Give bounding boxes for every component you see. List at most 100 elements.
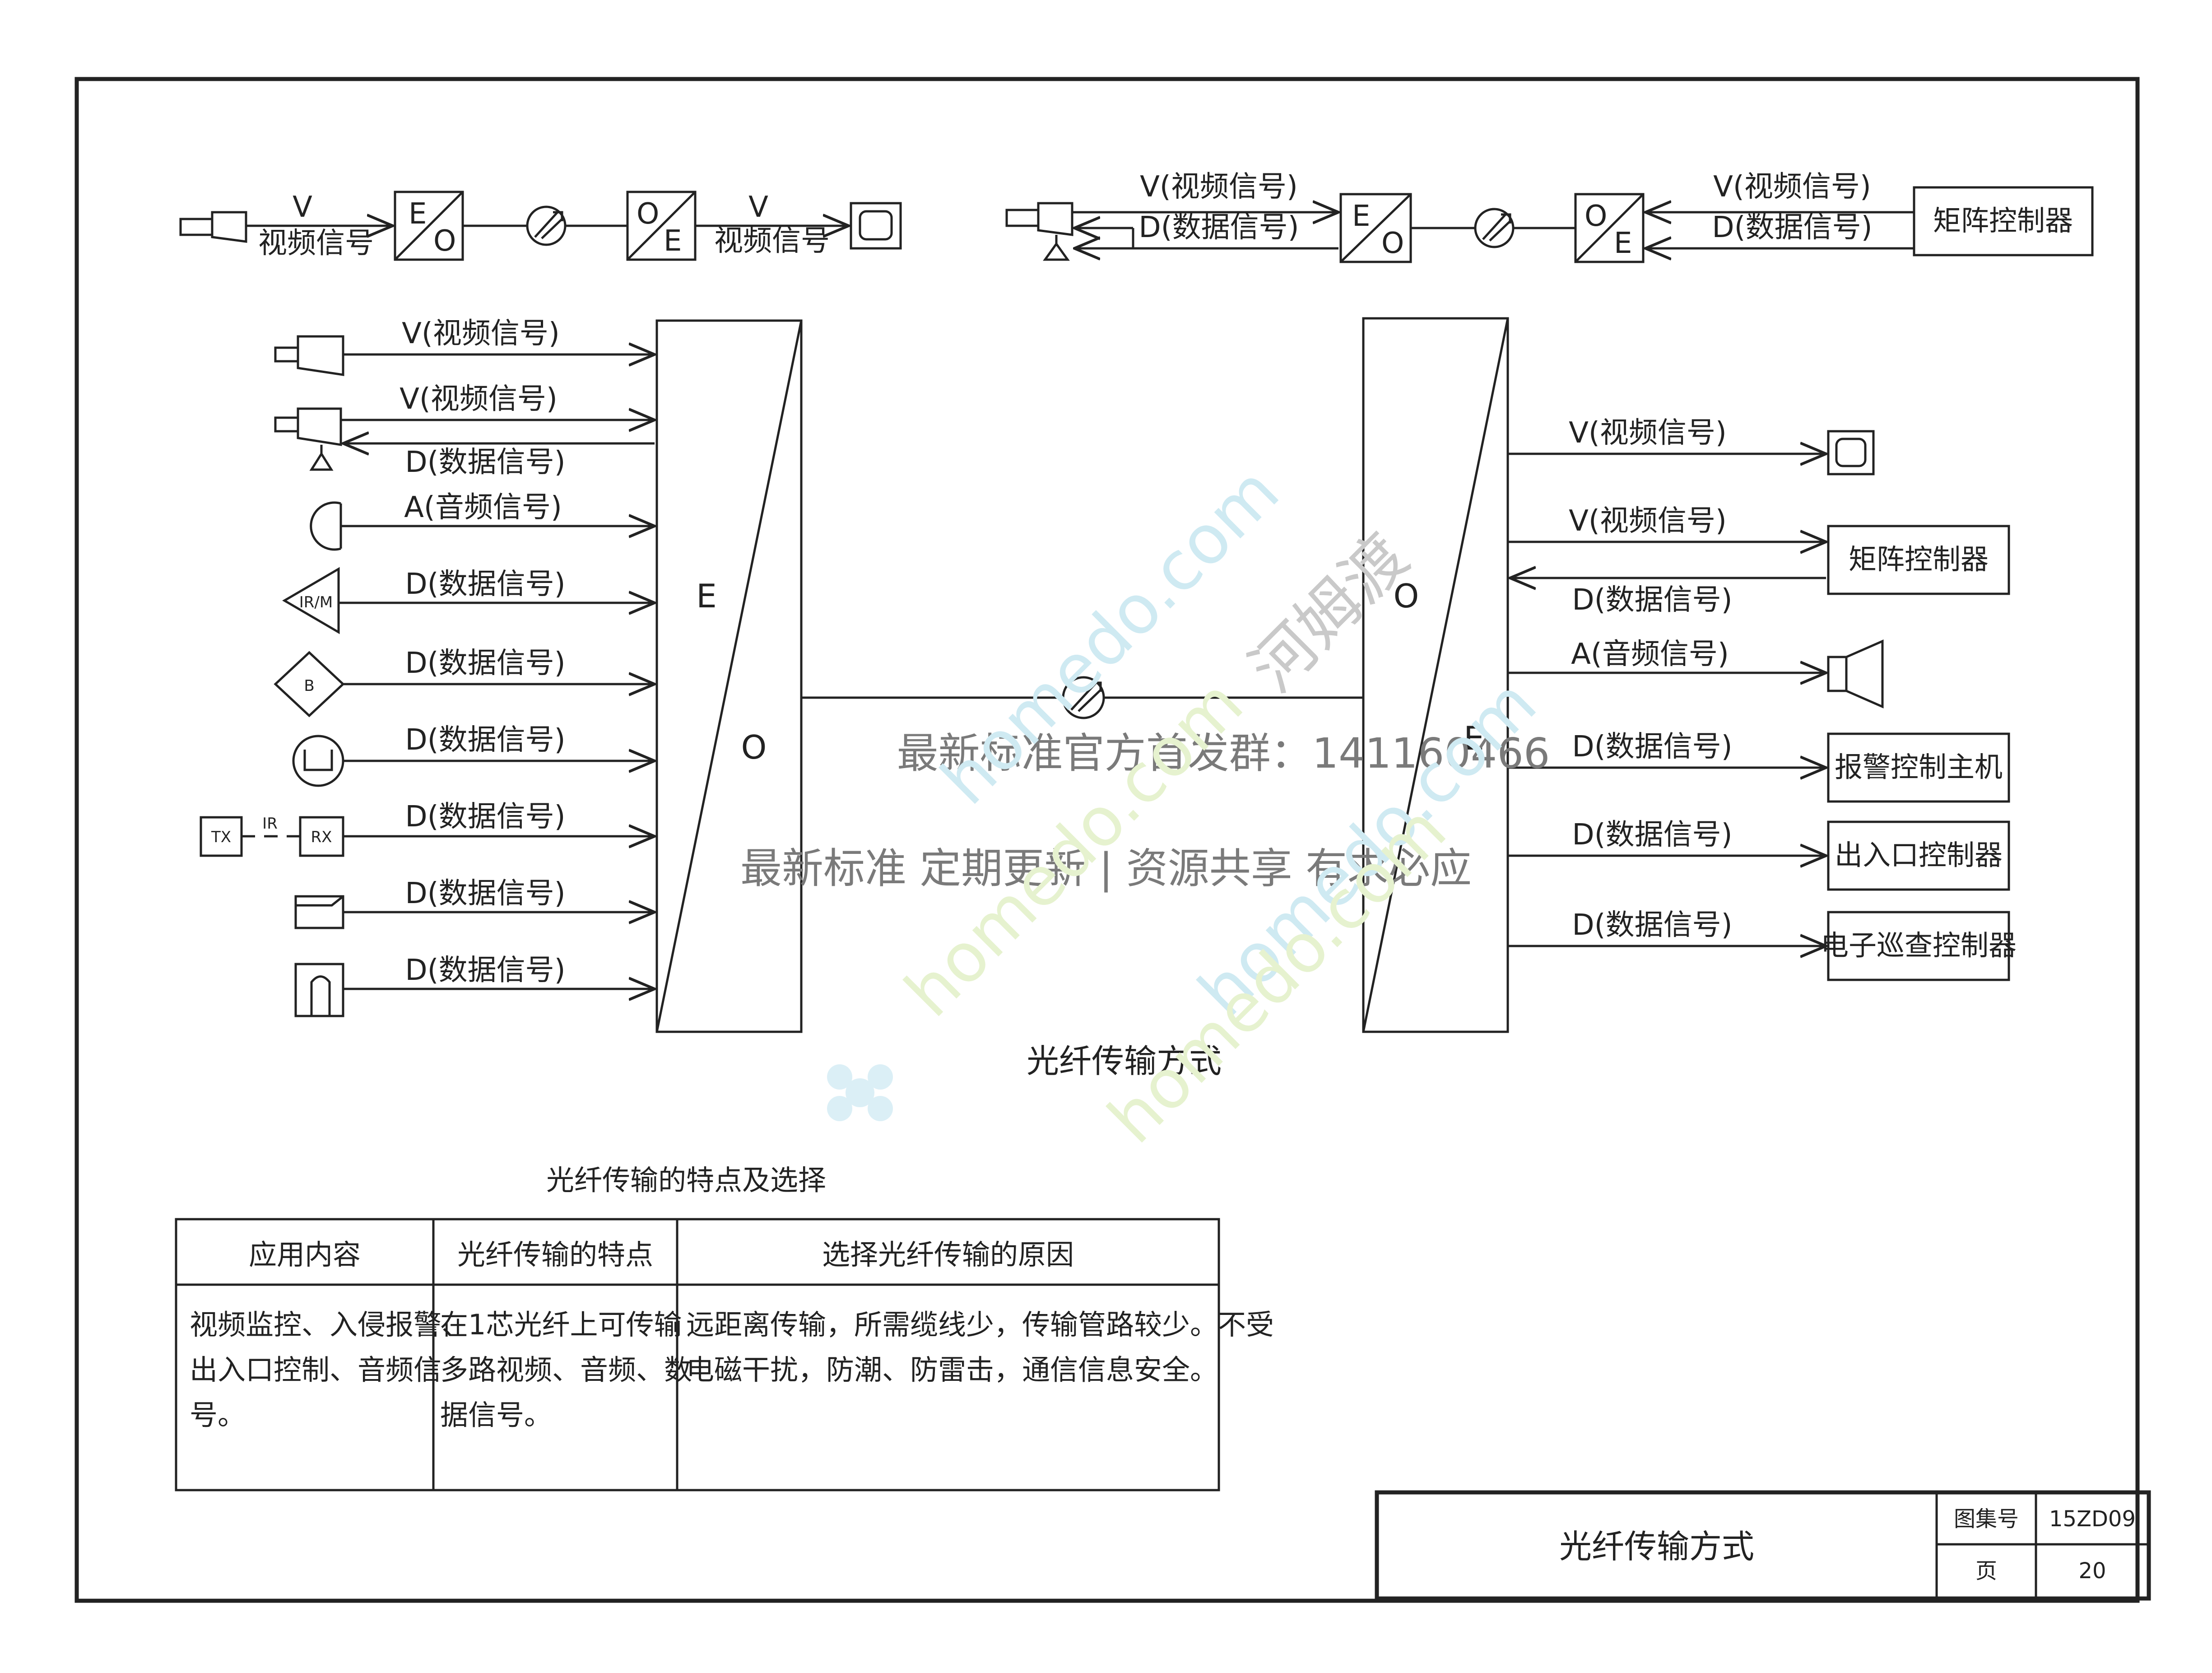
top-right-d-label-r: D(数据信号) [1712, 211, 1872, 244]
svg-text:E: E [1352, 200, 1370, 233]
svg-text:O: O [1381, 227, 1404, 260]
svg-text:矩阵控制器: 矩阵控制器 [1849, 543, 1989, 576]
table-title: 光纤传输的特点及选择 [546, 1164, 826, 1197]
top-right-v-label: V(视频信号) [1140, 170, 1298, 204]
watermark-line-2: 最新标准 定期更新 | 资源共享 有求必应 [740, 844, 1472, 893]
watermark-line-1: 最新标准官方首发群：141160466 [897, 729, 1550, 778]
left-eo-multiplexer: E O [655, 319, 803, 1033]
svg-text:RX: RX [311, 828, 332, 846]
right-label-4: A(音频信号) [1571, 638, 1729, 671]
right-label-7: D(数据信号) [1572, 909, 1732, 942]
svg-text:TX: TX [211, 828, 231, 846]
table-cell-2-line-1: 在1芯光纤上可传输 [440, 1308, 682, 1341]
svg-text:E: E [664, 224, 682, 258]
ptz-camera-icon [1005, 202, 1073, 261]
flower-logo-icon [827, 1064, 893, 1121]
camera-icon [179, 211, 247, 243]
atlas-number: 15ZD09 [2049, 1506, 2136, 1532]
top-left-video-out-label: 视频信号 [714, 224, 830, 258]
left-label-6: D(数据信号) [405, 647, 565, 680]
title-block: 光纤传输方式 图集号 15ZD09 页 20 [1375, 1490, 2151, 1601]
monitor-icon [850, 202, 902, 250]
svg-text:O: O [1585, 200, 1607, 233]
svg-text:O: O [741, 728, 767, 766]
patrol-controller-box: 电子巡查控制器 [1821, 911, 2017, 981]
table-cell-3-line-2: 电磁干扰，防潮、防雷击，通信信息安全。 [686, 1353, 1218, 1386]
table-cell-2-line-2: 多路视频、音频、数 [440, 1353, 692, 1386]
table-cell-1-line-1: 视频监控、入侵报警、 [190, 1308, 469, 1341]
top-left-v: V [293, 191, 312, 224]
left-signal-lines [339, 354, 655, 989]
svg-text:E: E [696, 577, 717, 615]
svg-text:电子巡查控制器: 电子巡查控制器 [1821, 929, 2017, 962]
left-label-9: D(数据信号) [405, 877, 565, 910]
right-label-6: D(数据信号) [1572, 818, 1732, 852]
table-cell-2-line-3: 据信号。 [440, 1398, 552, 1431]
table-header-1: 应用内容 [249, 1238, 361, 1271]
table-header-3: 选择光纤传输的原因 [822, 1238, 1074, 1271]
left-label-3: D(数据信号) [405, 446, 565, 479]
right-signal-lines [1508, 454, 1826, 946]
svg-text:E: E [409, 197, 427, 231]
right-label-5: D(数据信号) [1572, 730, 1732, 764]
left-label-4: A(音频信号) [404, 491, 562, 524]
ptz-camera-icon-2 [274, 407, 342, 471]
svg-text:O: O [433, 224, 456, 258]
top-left-link: V 视频信号 E O O E V 视频信号 [179, 191, 902, 261]
left-label-5: D(数据信号) [405, 568, 565, 601]
right-label-2: V(视频信号) [1569, 504, 1727, 538]
alarm-control-host-box: 报警控制主机 [1827, 732, 2010, 803]
smoke-detector-icon [292, 735, 344, 787]
svg-text:E: E [1464, 719, 1484, 757]
eo-converter: E O [394, 191, 464, 261]
sheet-frame [74, 77, 2140, 1603]
glass-break-detector-icon: B [274, 651, 345, 718]
svg-text:矩阵控制器: 矩阵控制器 [1933, 204, 2073, 237]
fiber-coil-icon-2 [1474, 208, 1515, 248]
title-block-title: 光纤传输方式 [1559, 1528, 1754, 1566]
table-cell-1-line-2: 出入口控制、音频信 [190, 1353, 441, 1386]
svg-text:B: B [304, 677, 314, 695]
top-right-link: V(视频信号) D(数据信号) E O O E V(视频信号) D(数据信号) [1005, 170, 2094, 263]
svg-text:出入口控制器: 出入口控制器 [1835, 839, 2003, 871]
right-oe-demultiplexer: O E [1362, 317, 1509, 1033]
top-right-d-label: D(数据信号) [1139, 211, 1299, 244]
fiber-coil-icon [526, 205, 567, 246]
page-label: 页 [1975, 1558, 1997, 1584]
left-label-10: D(数据信号) [405, 954, 565, 987]
card-reader-icon [294, 895, 344, 929]
oe-converter-2: O E [1574, 193, 1645, 263]
eo-converter-2: E O [1339, 193, 1412, 263]
svg-text:O: O [637, 197, 659, 231]
table-header-2: 光纤传输的特点 [457, 1238, 653, 1271]
ir-beam-detector-icon: TX IR RX [200, 815, 344, 857]
svg-text:O: O [1394, 577, 1419, 615]
matrix-controller-box-top: 矩阵控制器 [1913, 186, 2094, 256]
left-label-2: V(视频信号) [400, 382, 558, 416]
microphone-icon [310, 501, 342, 551]
access-controller-box: 出入口控制器 [1827, 820, 2010, 891]
camera-icon-1 [274, 335, 344, 376]
oe-converter: O E [626, 191, 697, 261]
table-cell-3-line-1: 远距离传输，所需缆线少，传输管路较少。不受 [686, 1308, 1274, 1341]
top-left-video-in-label: 视频信号 [258, 227, 374, 260]
page-number: 20 [2078, 1558, 2106, 1584]
right-label-1: V(视频信号) [1569, 416, 1727, 450]
top-left-v-out: V [748, 191, 768, 224]
svg-text:IR: IR [262, 815, 278, 833]
left-label-1: V(视频信号) [402, 317, 560, 350]
svg-text:E: E [1614, 227, 1632, 260]
right-label-3: D(数据信号) [1572, 583, 1732, 617]
speaker-icon [1827, 639, 1884, 708]
left-signal-labels: V(视频信号) V(视频信号) D(数据信号) A(音频信号) D(数据信号) … [400, 317, 565, 987]
feature-table: 应用内容 光纤传输的特点 选择光纤传输的原因 视频监控、入侵报警、 出入口控制、… [175, 1218, 1274, 1491]
door-contact-icon [294, 963, 344, 1017]
svg-text:IR/M: IR/M [299, 593, 333, 611]
top-right-v-label-r: V(视频信号) [1713, 170, 1871, 204]
matrix-controller-box: 矩阵控制器 [1827, 525, 2010, 595]
table-cell-1-line-3: 号。 [190, 1398, 246, 1431]
atlas-label: 图集号 [1954, 1506, 2019, 1532]
svg-text:报警控制主机: 报警控制主机 [1835, 750, 2003, 783]
ir-microwave-detector-icon: IR/M [282, 567, 340, 634]
